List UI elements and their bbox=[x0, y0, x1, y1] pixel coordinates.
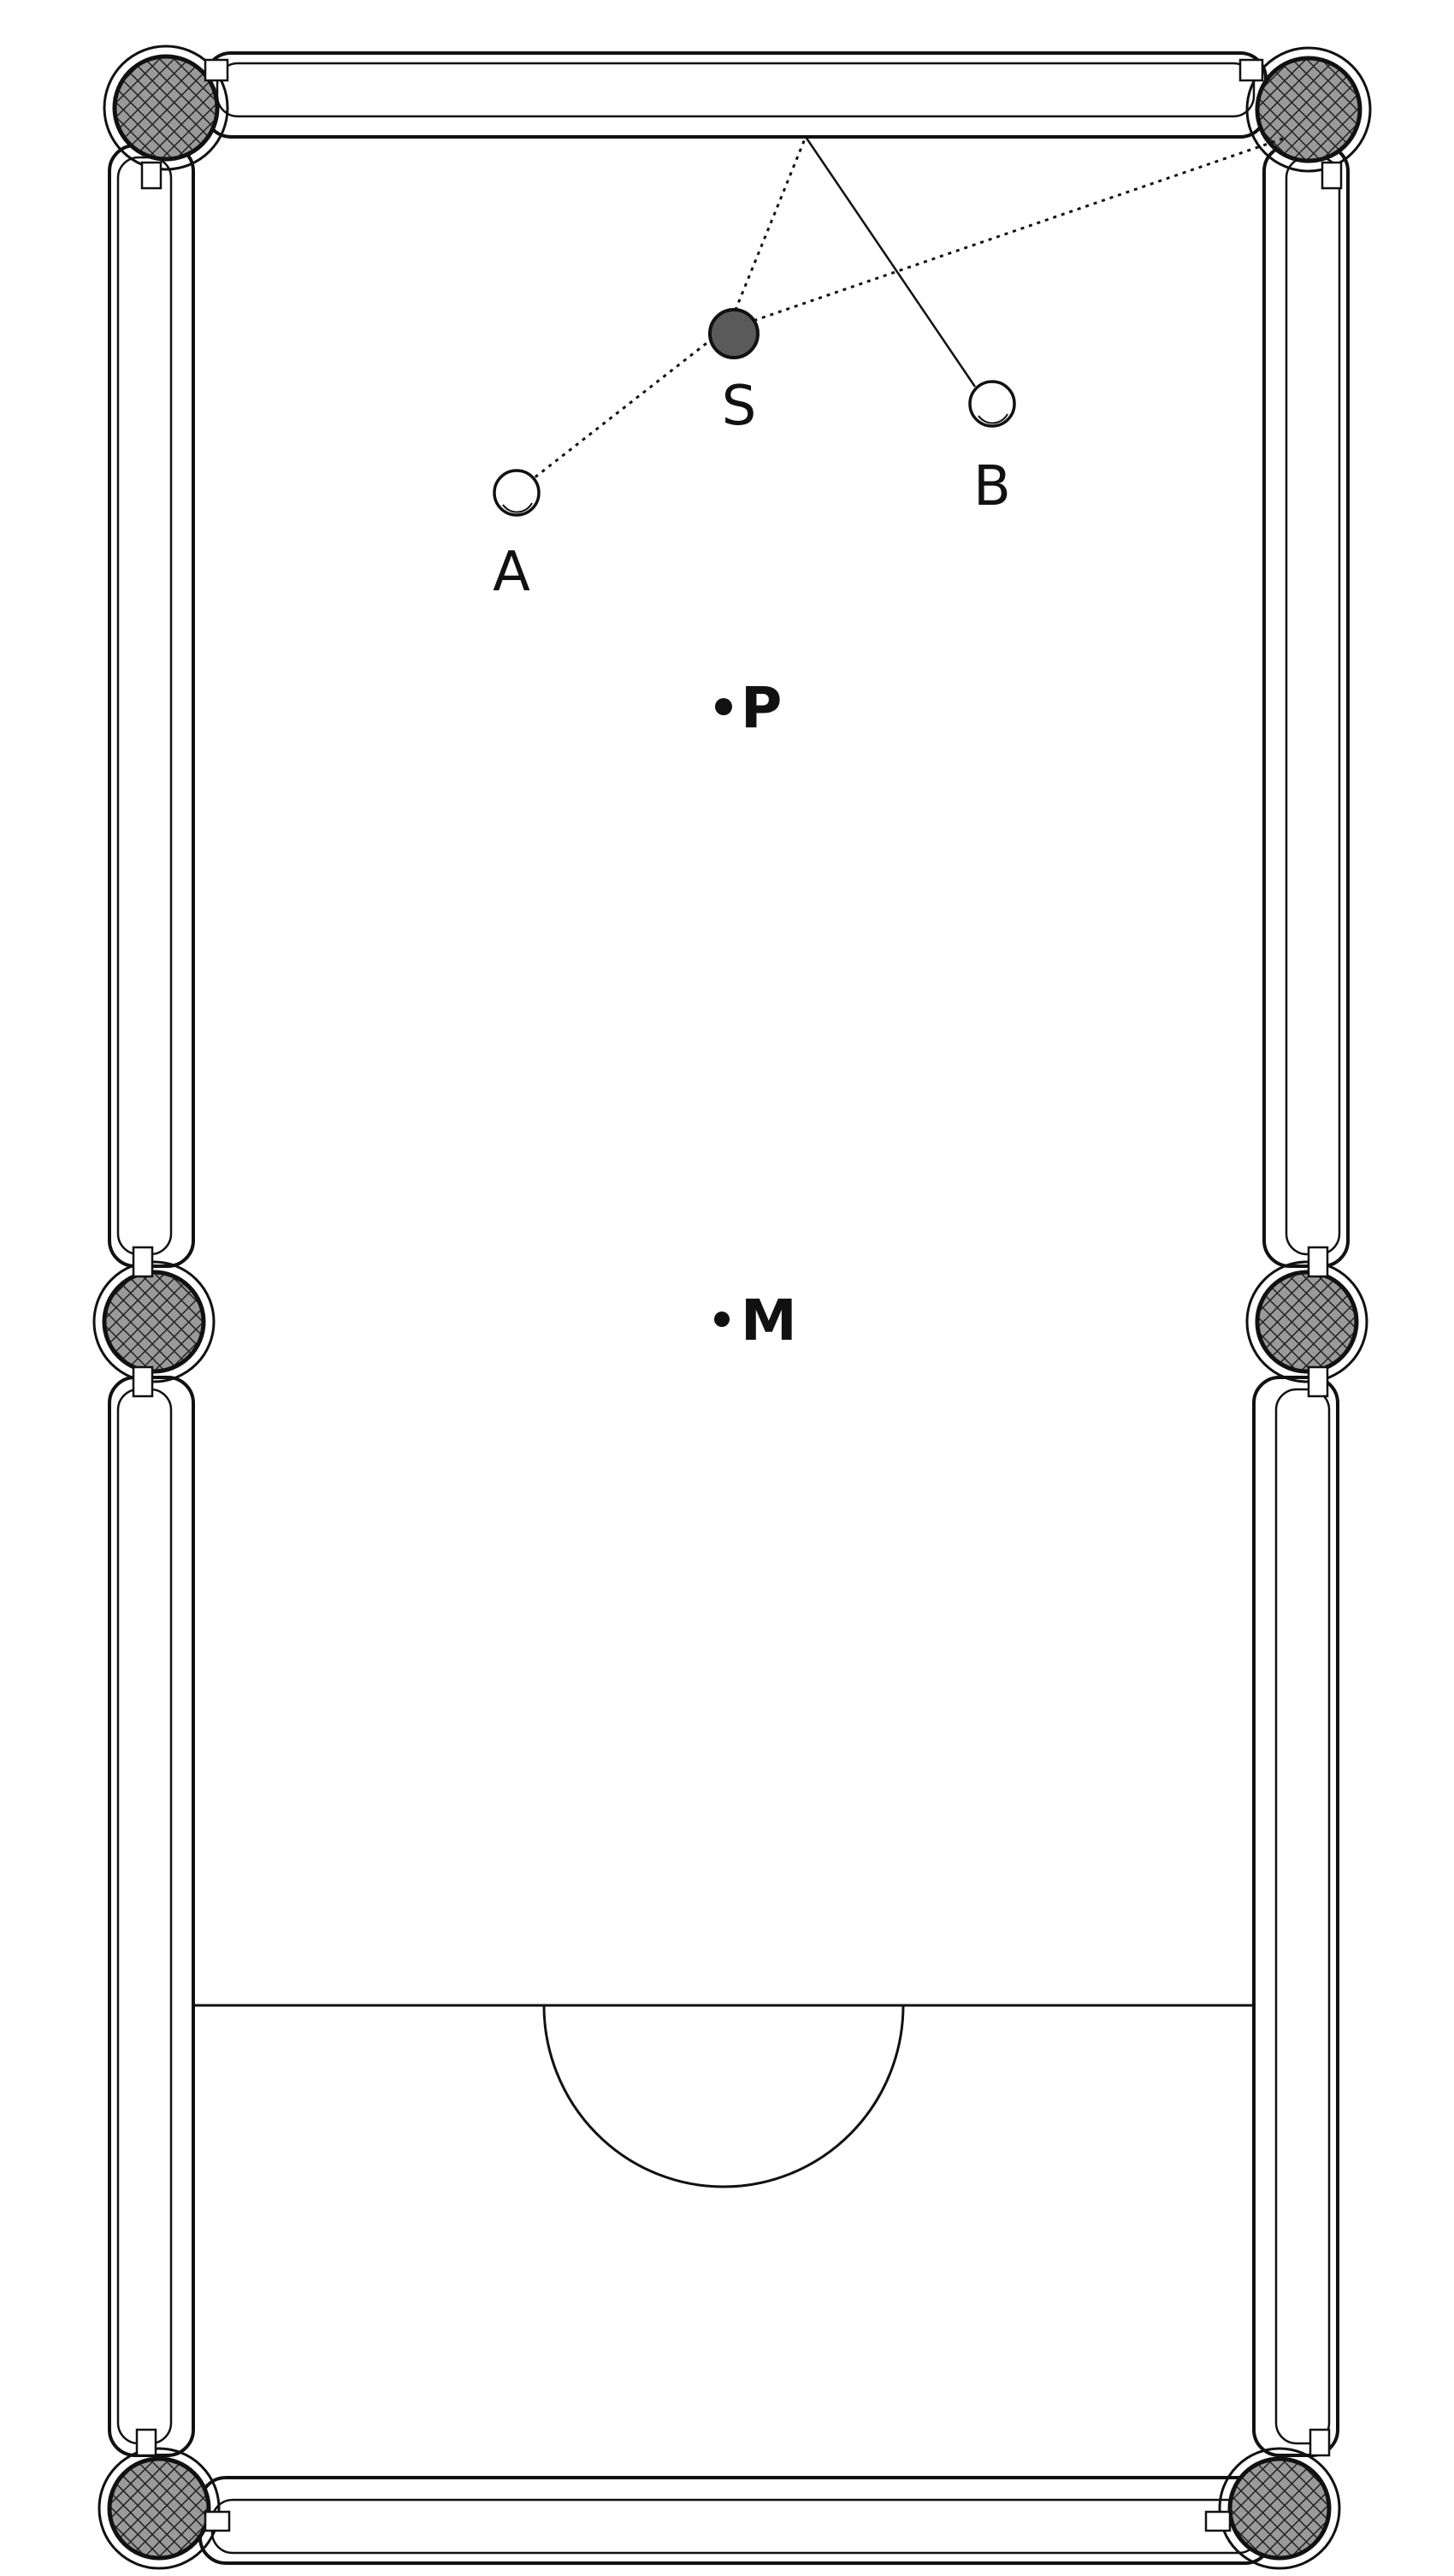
right-lower-cushion bbox=[1252, 1376, 1339, 2457]
pocket-bottom-right bbox=[1204, 2428, 1341, 2570]
top-cushion bbox=[204, 51, 1268, 139]
label-p: P bbox=[741, 675, 782, 741]
left-upper-cushion bbox=[108, 144, 195, 1268]
path-s-to-top-right-pocket bbox=[745, 137, 1284, 325]
spot-p-dot bbox=[715, 698, 732, 715]
ball-b bbox=[968, 380, 1016, 428]
pocket-top-left bbox=[103, 44, 229, 190]
spot-m-dot bbox=[714, 1312, 730, 1327]
baulk-d-semicircle bbox=[542, 2005, 905, 2188]
bottom-cushion bbox=[198, 2476, 1273, 2565]
left-lower-cushion bbox=[108, 1376, 195, 2457]
pocket-bottom-left bbox=[98, 2428, 231, 2570]
cushions bbox=[108, 51, 1350, 2565]
label-a: A bbox=[493, 541, 530, 604]
right-upper-cushion bbox=[1262, 144, 1350, 1268]
pocket-top-right bbox=[1238, 46, 1372, 190]
label-m: M bbox=[741, 1288, 797, 1353]
pockets bbox=[92, 44, 1372, 2570]
shot-paths bbox=[521, 136, 1284, 489]
pocket-middle-right bbox=[1245, 1246, 1368, 1398]
pocket-middle-left bbox=[92, 1246, 216, 1398]
ball-a bbox=[493, 469, 541, 517]
path-a-to-s bbox=[521, 327, 726, 489]
path-cushion-to-b bbox=[804, 136, 977, 388]
label-b: B bbox=[973, 455, 1011, 518]
ball-s bbox=[708, 308, 760, 359]
path-s-to-cushion bbox=[730, 136, 807, 319]
label-s: S bbox=[722, 375, 757, 438]
